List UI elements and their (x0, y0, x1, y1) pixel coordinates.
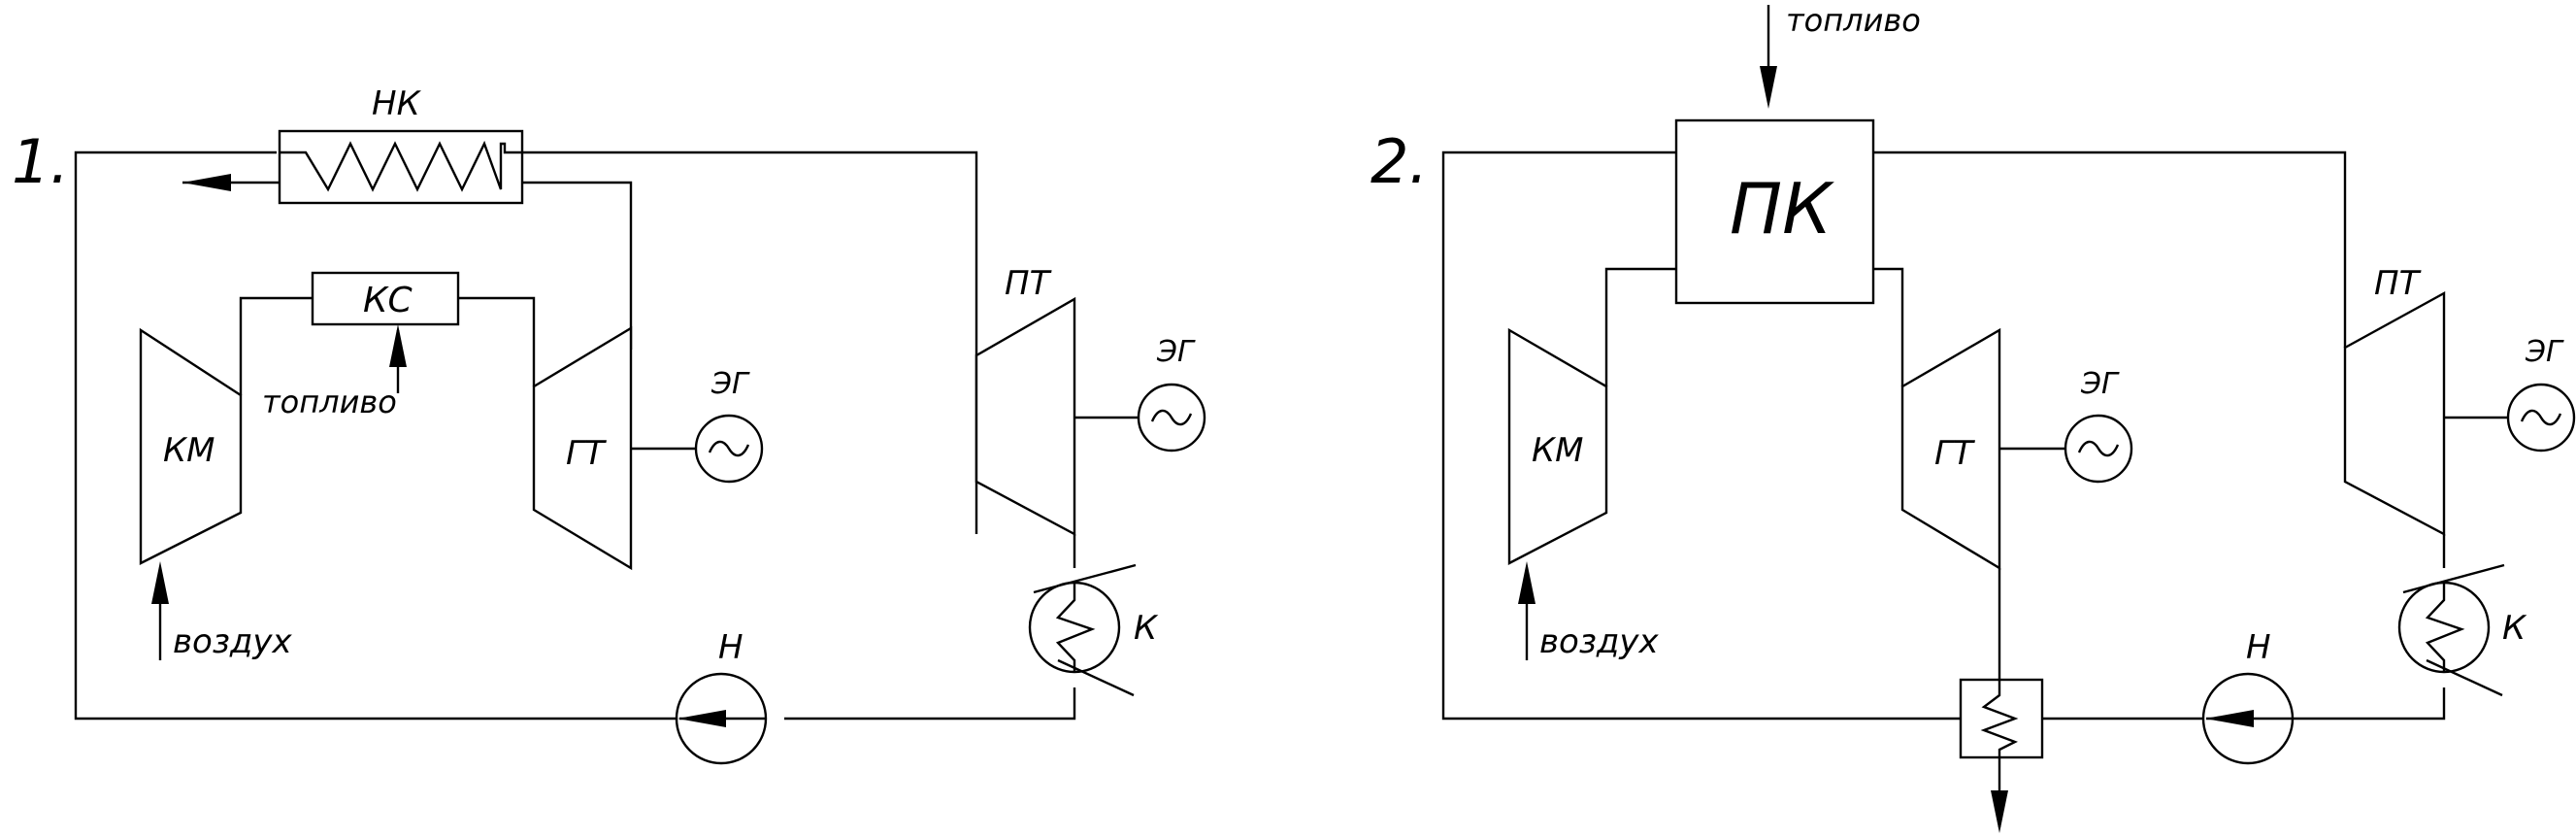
diagram-2: 2. топливо ПК КМ (1371, 2, 2576, 833)
fuel-inlet-1: топливо (262, 324, 407, 420)
air-label-1: воздух (173, 622, 293, 661)
generator-label-2b: ЭГ (2525, 335, 2564, 369)
fuel-label-1: топливо (262, 384, 397, 420)
air-arrow-1 (151, 561, 169, 604)
pump-arrow-1 (677, 710, 726, 727)
condenser-label-1: К (1134, 609, 1159, 648)
regenerator: НК (182, 84, 524, 205)
air-inlet-2: воздух (1518, 561, 1660, 661)
generator-label-2a: ЭГ (2080, 367, 2120, 401)
diagram-1: 1. НК КС (12, 84, 1206, 765)
pump-label-2: Н (2246, 628, 2271, 667)
air-label-2: воздух (1539, 622, 1660, 661)
steam-turbine-1: ПТ (974, 264, 1076, 537)
steam-loop-pipes-2 (1441, 151, 2446, 721)
pump-label-1: Н (718, 628, 743, 667)
generator-1b: ЭГ (1074, 335, 1206, 453)
compressor-1: КМ (139, 327, 243, 565)
gas-turbine-label-1: ГТ (566, 434, 607, 473)
gas-path-pipes (239, 181, 633, 395)
pump-arrow-2 (2205, 710, 2254, 727)
exhaust-arrow (1991, 790, 2008, 833)
gas-turbine-label-2: ГТ (1934, 434, 1975, 473)
heat-exchanger (1959, 678, 2044, 833)
steam-turbine-label-1: ПТ (1005, 264, 1052, 303)
gas-turbine-2: ГТ (1900, 327, 2001, 571)
generator-2b: ЭГ (2444, 335, 2576, 453)
gas-path-pipes-2 (1604, 267, 2001, 680)
fuel-arrow-2 (1760, 66, 1777, 109)
fuel-inlet-2: топливо (1760, 2, 1921, 109)
gas-turbine-1: ГТ (532, 325, 633, 571)
sine-wave-icon (2520, 409, 2562, 426)
condenser-coil-2 (2425, 583, 2465, 672)
diagram-1-number: 1. (12, 126, 69, 197)
condenser-label-2: К (2502, 609, 2527, 648)
air-inlet-1: воздух (151, 561, 293, 661)
steam-turbine-2: ПТ (2343, 264, 2446, 536)
sine-wave-icon (708, 440, 750, 457)
condenser-coil (1055, 583, 1096, 672)
combustion-chamber-label: КС (363, 281, 413, 320)
generator-2a: ЭГ (1999, 367, 2133, 484)
condenser-2: К (2397, 563, 2527, 697)
steam-turbine-label-2: ПТ (2374, 264, 2422, 303)
air-arrow-2 (1518, 561, 1536, 604)
compressor-2: КМ (1507, 327, 1608, 565)
condenser-1: К (1028, 563, 1159, 697)
compressor-label-1: КМ (163, 431, 215, 470)
generator-label-1a: ЭГ (710, 367, 750, 401)
sine-wave-icon (2077, 440, 2120, 457)
regenerator-label: НК (372, 84, 422, 123)
diagram-2-number: 2. (1371, 126, 1428, 197)
sine-wave-icon (1150, 409, 1193, 426)
combustion-chamber: КС (311, 271, 460, 326)
generator-1a: ЭГ (631, 367, 764, 484)
pump-2: Н (2201, 628, 2295, 765)
compressor-label-2: КМ (1532, 431, 1583, 470)
regenerator-outlet-arrow (182, 174, 231, 191)
fuel-arrow-1 (389, 324, 407, 367)
regenerator-coil (280, 140, 522, 192)
heat-exchanger-coil (1980, 680, 2019, 757)
steam-generator: ПК (1674, 118, 1875, 305)
pump-1: Н (675, 628, 768, 765)
fuel-label-2: топливо (1786, 2, 1921, 39)
generator-label-1b: ЭГ (1156, 335, 1196, 369)
steam-generator-label: ПК (1730, 168, 1834, 250)
